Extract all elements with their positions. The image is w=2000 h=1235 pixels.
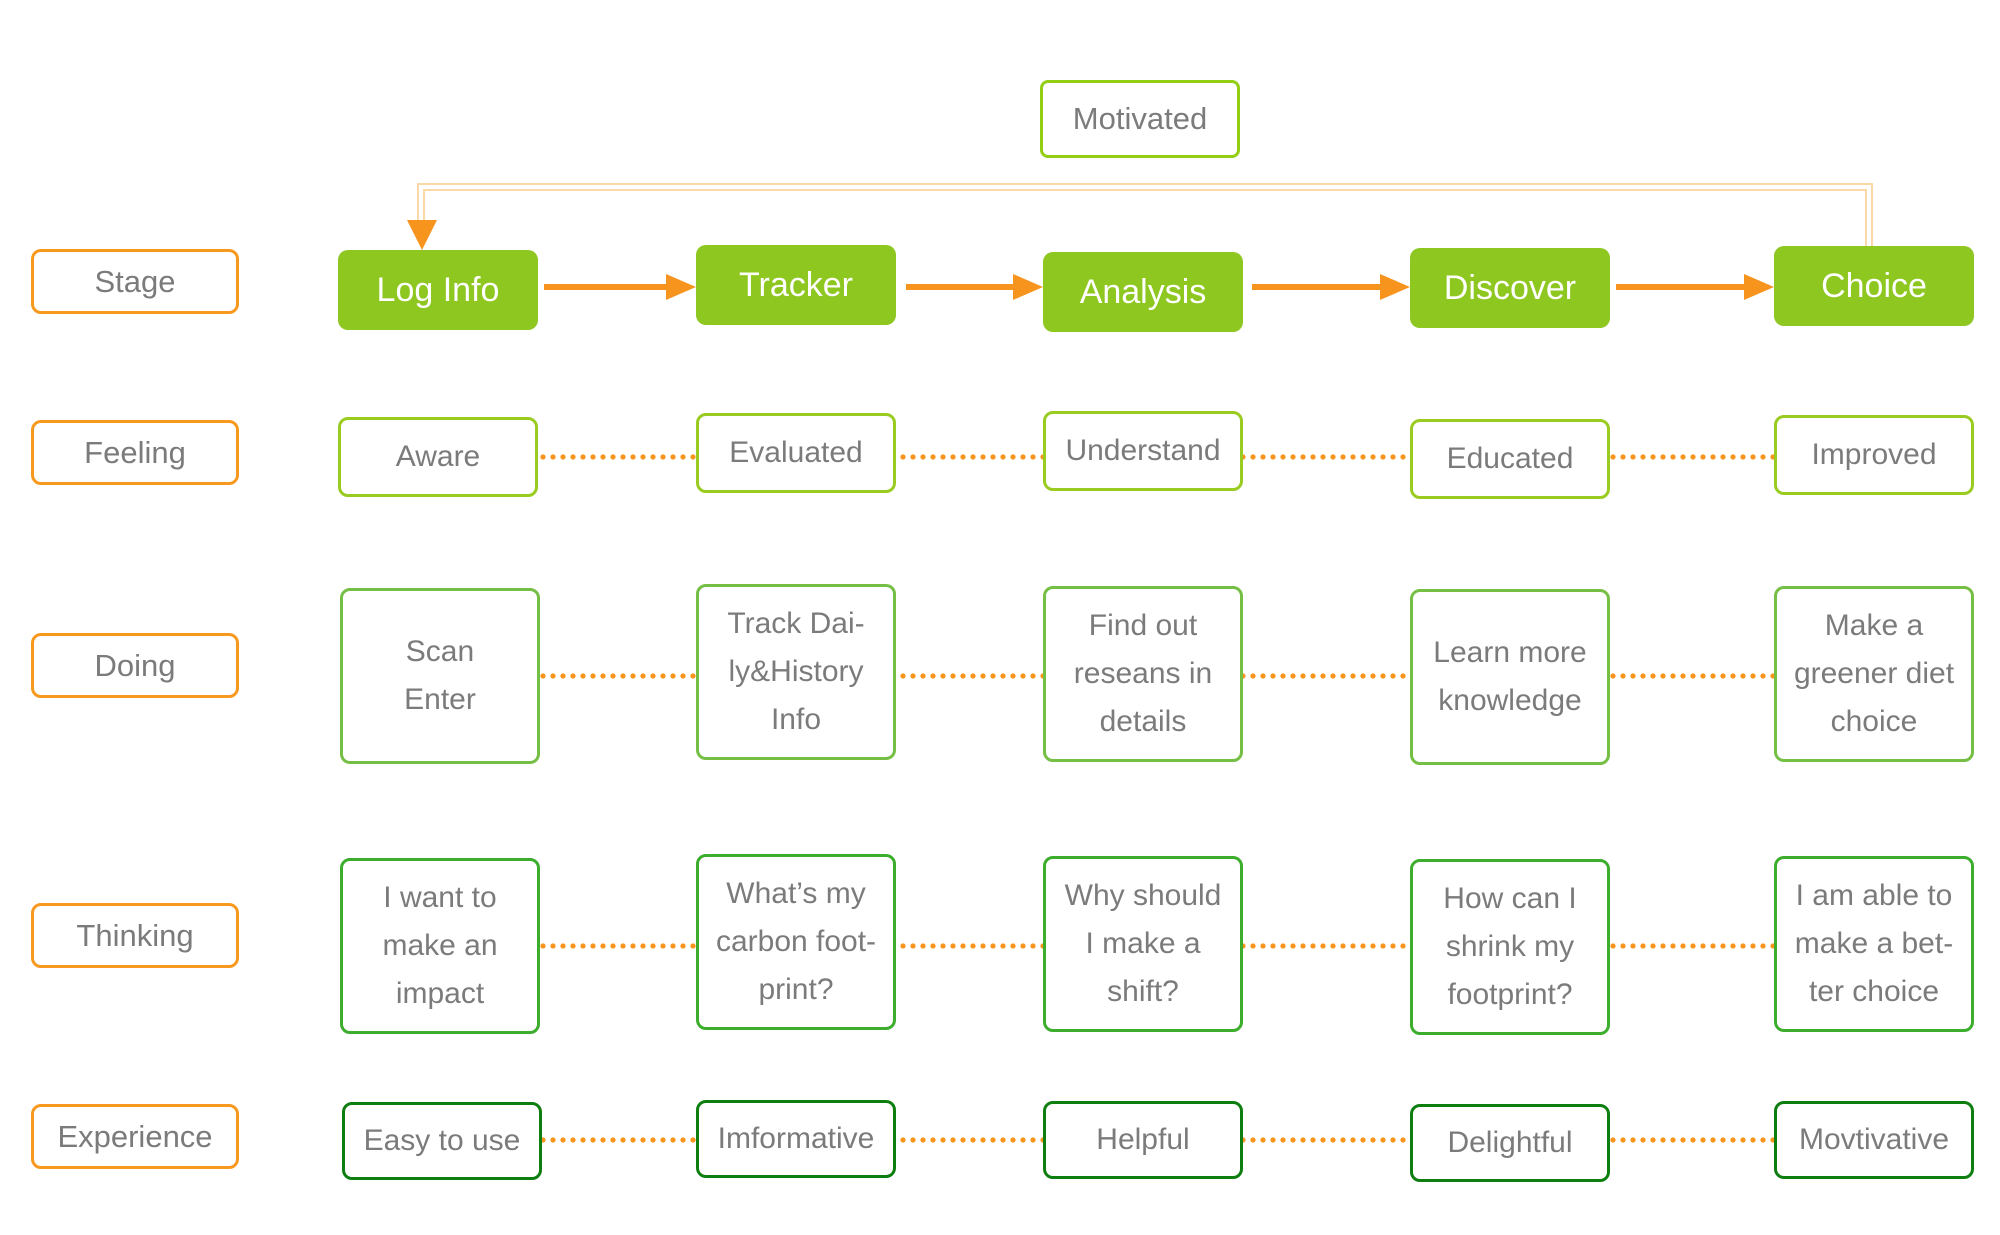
feeling-cell: Evaluated [696, 413, 896, 493]
doing-cell-text: Track Dai- ly&History Info [727, 607, 865, 736]
thinking-cell-text: I am able to make a bet- ter choice [1794, 879, 1954, 1008]
row-label-doing: Doing [31, 633, 239, 698]
stage-cell-tracker: Tracker [696, 245, 896, 325]
stage-cell-text: Analysis [1079, 272, 1207, 311]
thinking-cell: Why should I make a shift? [1043, 856, 1243, 1032]
row-label-thinking-text: Thinking [76, 917, 194, 953]
doing-cell-text: Learn more knowledge [1433, 636, 1587, 717]
row-label-feeling: Feeling [31, 420, 239, 485]
stage-cell-choice: Choice [1774, 246, 1974, 326]
experience-cell: Easy to use [342, 1102, 542, 1180]
thinking-cell: I am able to make a bet- ter choice [1774, 856, 1974, 1032]
stage-arrow-icon [1616, 274, 1774, 300]
motivated-label: Motivated [1072, 101, 1208, 136]
experience-cell: Movtivative [1774, 1101, 1974, 1179]
row-label-thinking: Thinking [31, 903, 239, 968]
feeling-cell-text: Improved [1811, 438, 1937, 471]
doing-cell-text: Scan Enter [404, 635, 476, 716]
thinking-cell: How can I shrink my footprint? [1410, 859, 1610, 1035]
feeling-cell-text: Aware [395, 440, 481, 473]
doing-cell-text: Make a greener diet choice [1793, 609, 1955, 738]
row-label-stage: Stage [31, 249, 239, 314]
doing-cell: Learn more knowledge [1410, 589, 1610, 765]
thinking-cell-text: What’s my carbon foot- print? [715, 877, 877, 1006]
experience-cell-text: Helpful [1096, 1123, 1190, 1156]
doing-cell: Find out reseans in details [1043, 586, 1243, 762]
feeling-cell-text: Educated [1446, 442, 1574, 475]
stage-arrow-icon [906, 274, 1043, 300]
row-label-doing-text: Doing [94, 647, 176, 683]
feeling-cell: Educated [1410, 419, 1610, 499]
experience-cell: Helpful [1043, 1101, 1243, 1179]
feeling-cell-text: Evaluated [729, 436, 863, 469]
stage-arrow-icon [544, 274, 696, 300]
row-label-stage-text: Stage [94, 263, 176, 299]
motivated-box: Motivated [1040, 80, 1240, 158]
stage-cell-analysis: Analysis [1043, 252, 1243, 332]
thinking-cell-text: Why should I make a shift? [1064, 879, 1222, 1008]
experience-cell: Delightful [1410, 1104, 1610, 1182]
feeling-cell-text: Understand [1065, 434, 1221, 467]
doing-cell: Make a greener diet choice [1774, 586, 1974, 762]
thinking-cell-text: I want to make an impact [382, 881, 498, 1010]
stage-cell-text: Discover [1443, 268, 1577, 307]
thinking-cell-text: How can I shrink my footprint? [1443, 882, 1577, 1011]
thinking-cell: What’s my carbon foot- print? [696, 854, 896, 1030]
experience-cell-text: Easy to use [363, 1124, 521, 1157]
doing-cell: Scan Enter [340, 588, 540, 764]
loop-arrowhead-icon [407, 220, 437, 250]
thinking-cell: I want to make an impact [340, 858, 540, 1034]
stage-arrow-icon [1252, 274, 1410, 300]
feeling-cell: Improved [1774, 415, 1974, 495]
row-label-feeling-text: Feeling [84, 434, 186, 470]
row-label-experience: Experience [31, 1104, 239, 1169]
stage-cell-log-info: Log Info [338, 250, 538, 330]
doing-cell: Track Dai- ly&History Info [696, 584, 896, 760]
experience-cell: Imformative [696, 1100, 896, 1178]
stage-cell-text: Tracker [739, 265, 853, 304]
experience-cell-text: Imformative [717, 1122, 875, 1155]
feeling-cell: Aware [338, 417, 538, 497]
experience-cell-text: Delightful [1447, 1126, 1573, 1159]
stage-cell-text: Choice [1821, 266, 1927, 305]
stage-cell-text: Log Info [376, 270, 500, 309]
doing-cell-text: Find out reseans in details [1073, 609, 1213, 738]
experience-cell-text: Movtivative [1798, 1123, 1950, 1156]
feeling-cell: Understand [1043, 411, 1243, 491]
stage-cell-discover: Discover [1410, 248, 1610, 328]
row-label-experience-text: Experience [57, 1118, 213, 1154]
